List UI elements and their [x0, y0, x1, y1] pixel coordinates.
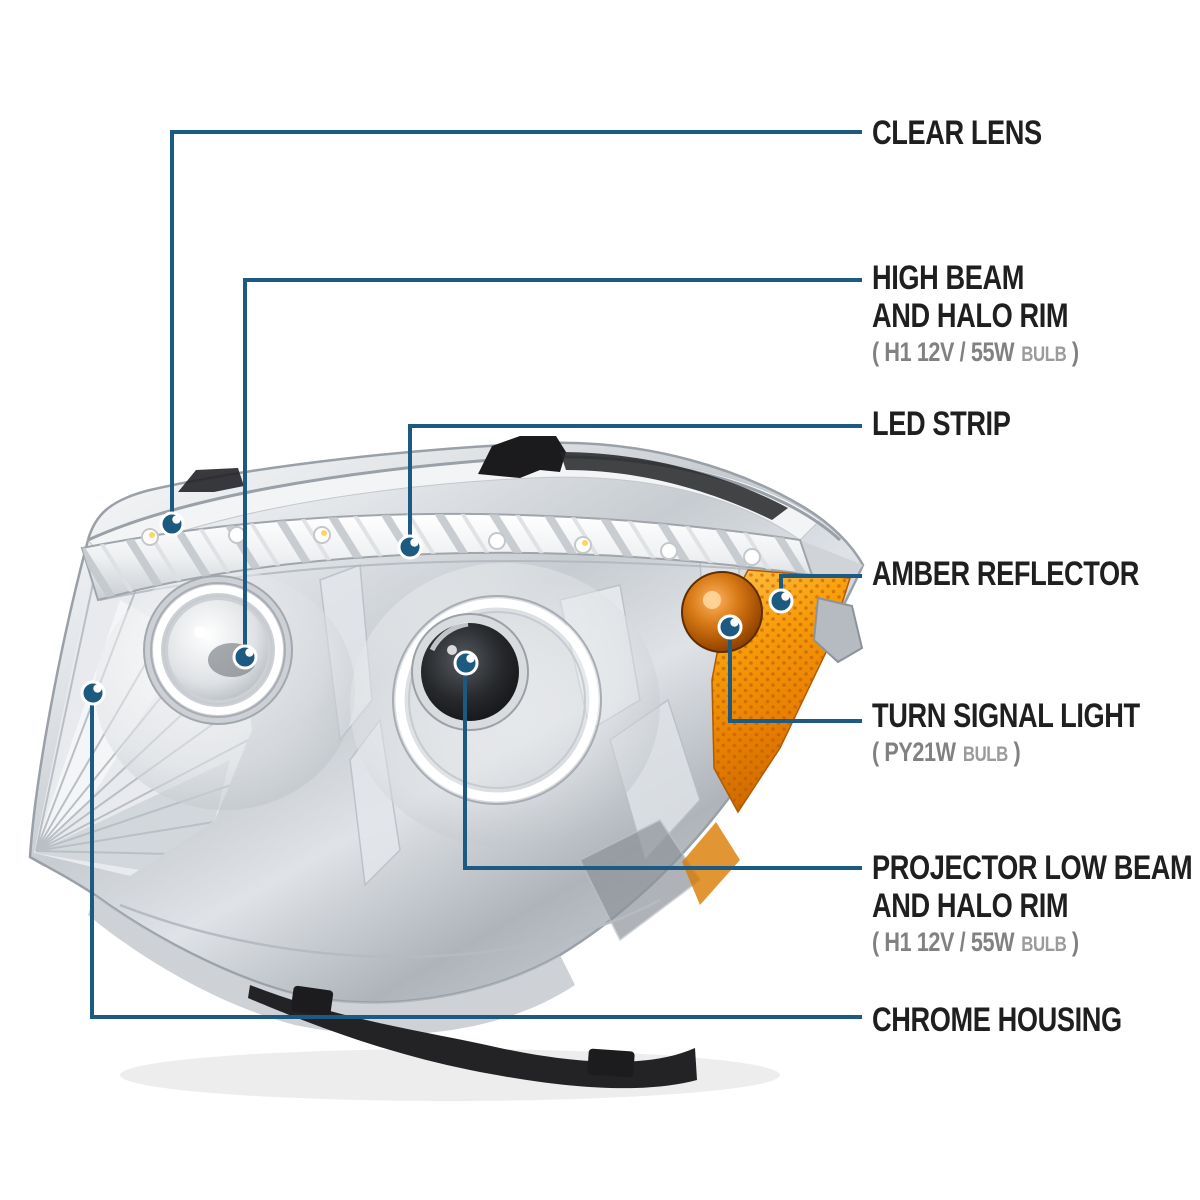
high-beam-text-line2: AND HALO RIM [872, 297, 1069, 335]
base-mount [248, 985, 697, 1089]
spec-main: PY21W [884, 737, 956, 767]
clear-lens-connector [170, 130, 862, 524]
amber-reflector-marker-dot [768, 588, 794, 614]
spec-open: ( [872, 927, 879, 957]
label-amber-reflector: AMBER REFLECTOR [872, 555, 1200, 593]
label-clear-lens: CLEAR LENS [872, 114, 1084, 152]
top-brackets [178, 436, 788, 520]
spec-open: ( [872, 337, 879, 367]
projector-low-beam-connector [463, 663, 862, 870]
spec-close: ) [1071, 927, 1079, 957]
label-turn-signal: TURN SIGNAL LIGHT (PY21W BULB) [872, 697, 1200, 772]
callout-connectors [90, 130, 862, 1019]
spec-open: ( [872, 737, 879, 767]
label-chrome-housing: CHROME HOUSING [872, 1001, 1184, 1039]
chrome-housing-text: CHROME HOUSING [872, 1001, 1122, 1039]
side-mounting-tab [812, 596, 864, 664]
callout-markers [80, 511, 794, 706]
spec-close: ) [1071, 337, 1079, 367]
projector-low-beam-marker-dot [453, 650, 479, 676]
led-strip-text: LED STRIP [872, 405, 1011, 443]
projector-low-beam-art [350, 563, 660, 847]
high-beam-marker-dot [232, 644, 258, 670]
spec-close: ) [1013, 737, 1021, 767]
turn-signal-connector [728, 627, 862, 723]
high-beam-text-line1: HIGH BEAM [872, 259, 1025, 297]
projector-text-line2: AND HALO RIM [872, 887, 1069, 925]
high-beam-halo-art [95, 570, 355, 810]
label-led-strip: LED STRIP [872, 405, 1045, 443]
projector-bulb-spec: (H1 12V / 55W BULB) [872, 925, 1192, 962]
high-beam-bulb-spec: (H1 12V / 55W BULB) [872, 335, 1079, 372]
projector-text-line1: PROJECTOR LOW BEAM [872, 849, 1193, 887]
amber-reflector-text: AMBER REFLECTOR [872, 555, 1140, 593]
led-strip-marker-dot [397, 534, 423, 560]
label-high-beam: HIGH BEAM AND HALO RIM (H1 12V / 55W BULB… [872, 259, 1130, 372]
label-projector-low-beam: PROJECTOR LOW BEAM AND HALO RIM (H1 12V … [872, 849, 1200, 962]
clear-lens-text: CLEAR LENS [872, 114, 1042, 152]
lower-lens-curve [119, 898, 661, 959]
spec-main: H1 12V / 55W [884, 927, 1015, 957]
spec-main: H1 12V / 55W [884, 337, 1015, 367]
turn-signal-bulb-spec: (PY21W BULB) [872, 735, 1140, 772]
chrome-housing-marker-dot [80, 680, 106, 706]
high-beam-connector [243, 278, 862, 657]
clear-lens-marker-dot [159, 511, 185, 537]
spec-small: BULB [962, 743, 1008, 766]
turn-signal-bulb-art [681, 571, 763, 653]
chrome-housing-connector [90, 693, 862, 1019]
led-strip-connector [408, 424, 862, 547]
turn-signal-text: TURN SIGNAL LIGHT [872, 697, 1140, 735]
led-bulbs [141, 526, 761, 566]
turn-signal-marker-dot [717, 614, 743, 640]
spec-small: BULB [1021, 933, 1067, 956]
spec-small: BULB [1021, 343, 1067, 366]
bottom-shading [88, 895, 575, 1035]
